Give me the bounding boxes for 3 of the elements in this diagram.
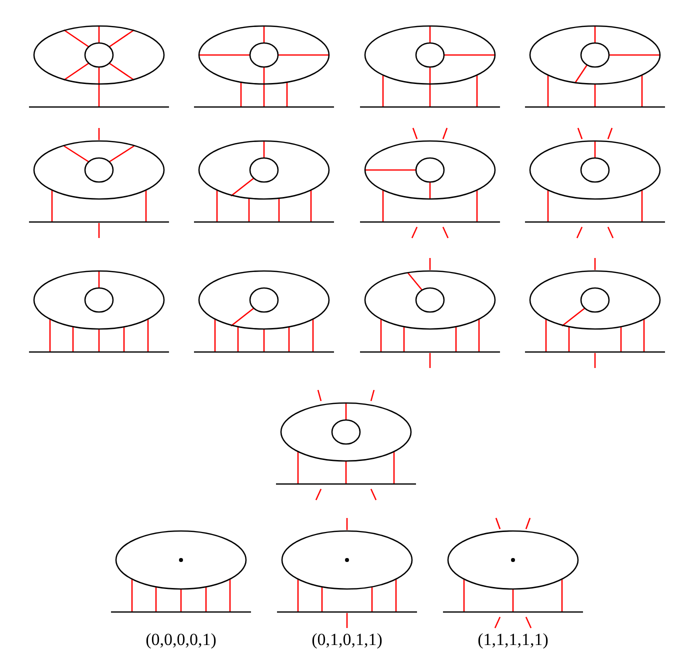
tuple-label: (1,1,1,1,1) — [478, 630, 548, 650]
tuple-label: (0,1,0,1,1) — [312, 630, 382, 650]
tuple-label: (0,0,0,0,1) — [146, 630, 216, 650]
